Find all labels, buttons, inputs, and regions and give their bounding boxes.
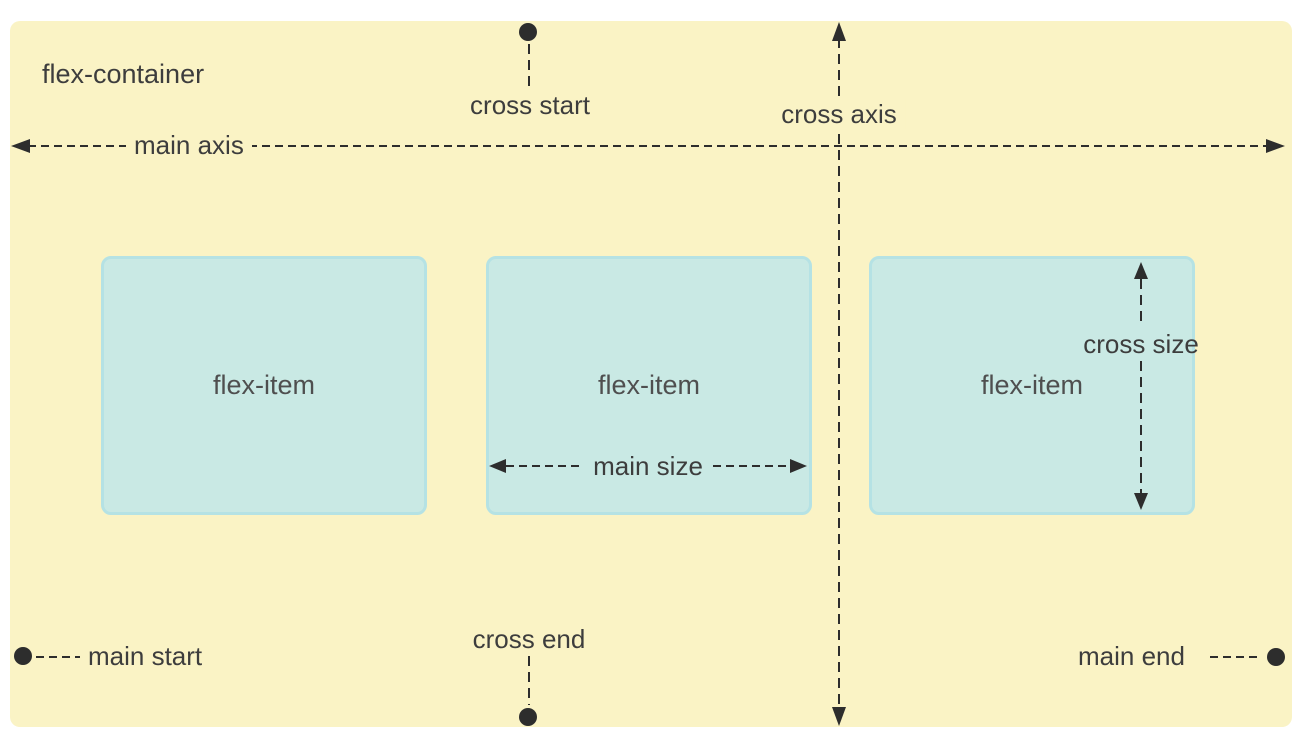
flex-item-2-label: flex-item (597, 370, 700, 400)
main-end-dot-icon (1267, 648, 1285, 666)
cross-size-up-arrow-icon (1134, 262, 1148, 279)
cross-end-dot-icon (519, 708, 537, 726)
main-start-line (36, 656, 80, 658)
main-size-label: main size (593, 451, 703, 481)
cross-start-line (528, 44, 530, 91)
cross-axis-label: cross axis (773, 99, 905, 129)
cross-size-line-top (1140, 279, 1142, 327)
cross-size-line-bottom (1140, 361, 1142, 493)
main-start-dot-icon (14, 647, 32, 665)
flex-item-1-label: flex-item (212, 370, 315, 400)
main-size-line-right (712, 465, 791, 467)
cross-axis-up-arrow-icon (832, 22, 846, 41)
main-size-left-arrow-icon (489, 459, 506, 473)
flex-container-label: flex-container (42, 59, 205, 89)
main-axis-left-arrow-icon (11, 139, 30, 153)
main-axis-line (28, 145, 1268, 147)
flex-item-3-label: flex-item (980, 370, 1083, 400)
main-end-line (1210, 656, 1262, 658)
main-size-arrow: main size (489, 451, 808, 481)
main-start-label: main start (88, 641, 203, 671)
main-axis-label: main axis (126, 130, 252, 160)
cross-end-line (528, 656, 530, 705)
main-size-line-left (506, 465, 584, 467)
flex-item-1: flex-item (101, 256, 427, 515)
flex-item-2: flex-item (486, 256, 812, 515)
cross-size-label: cross size (1083, 329, 1199, 359)
main-size-right-arrow-icon (790, 459, 808, 473)
cross-start-dot-icon (519, 23, 537, 41)
cross-start-label: cross start (470, 90, 590, 120)
cross-axis-line (838, 38, 840, 710)
cross-axis-down-arrow-icon (832, 707, 846, 726)
cross-end-label: cross end (472, 624, 586, 654)
main-axis-right-arrow-icon (1266, 139, 1285, 153)
main-end-label: main end (1078, 641, 1185, 671)
cross-size-down-arrow-icon (1134, 493, 1148, 510)
cross-size-arrow: cross size (1077, 262, 1205, 510)
